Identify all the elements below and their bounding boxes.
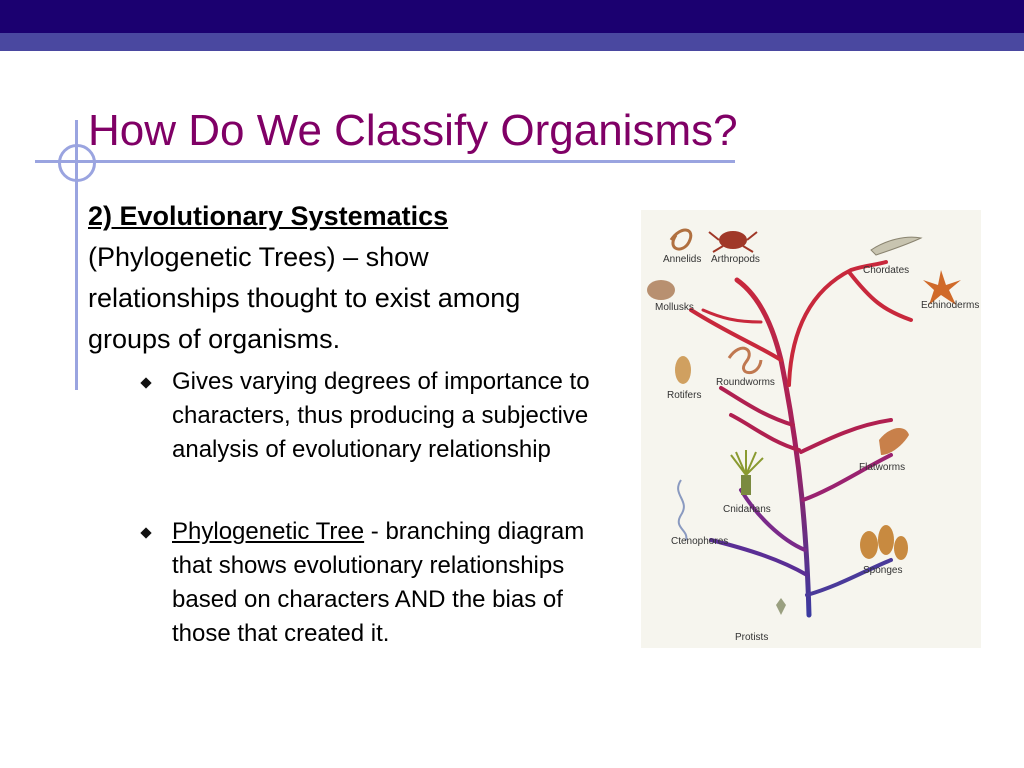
- tree-branches: [689, 260, 913, 618]
- bullet-item: Gives varying degrees of importance to c…: [138, 365, 608, 467]
- label-mollusks: Mollusks: [655, 302, 694, 313]
- header-subband: [0, 33, 1024, 51]
- organism-glyphs: [647, 228, 961, 615]
- arthropod-icon: [719, 231, 747, 249]
- label-ctenophores: Ctenophores: [671, 536, 728, 547]
- bullet-text: - branching diagram that shows evolution…: [172, 518, 585, 647]
- flatworm-icon: [879, 428, 909, 455]
- diamond-bullet-icon: [140, 527, 152, 539]
- label-flatworms: Flatworms: [859, 462, 905, 473]
- label-annelids: Annelids: [663, 254, 701, 265]
- decor-circle: [58, 144, 96, 182]
- decor-horizontal-line: [35, 160, 735, 163]
- phylogenetic-tree-illustration: Annelids Arthropods Mollusks Chordates E…: [647, 228, 979, 643]
- label-cnidarians: Cnidarians: [723, 504, 771, 515]
- bullet-item: Phylogenetic Tree - branching diagram th…: [138, 515, 608, 651]
- cnidarian-icon: [730, 450, 764, 495]
- ctenophore-icon: [677, 479, 688, 541]
- slide-title: How Do We Classify Organisms?: [88, 106, 738, 155]
- label-arthropods: Arthropods: [711, 254, 760, 265]
- roundworm-icon: [727, 346, 763, 375]
- decor-vertical-line: [75, 120, 78, 390]
- bullet-list: Gives varying degrees of importance to c…: [138, 365, 608, 651]
- main-point-lead: 2) Evolutionary Systematics: [88, 201, 449, 231]
- label-protists: Protists: [735, 632, 768, 643]
- echinoderm-icon: [923, 270, 961, 305]
- protist-icon: [776, 598, 786, 615]
- bullet-term: Phylogenetic Tree: [172, 518, 365, 545]
- label-rotifers: Rotifers: [667, 390, 701, 401]
- chordate-icon: [870, 236, 923, 256]
- phylogenetic-tree-figure: Annelids Arthropods Mollusks Chordates E…: [641, 210, 981, 648]
- label-chordates: Chordates: [863, 265, 909, 276]
- main-point-text: (Phylogenetic Trees) – show relationship…: [88, 242, 521, 354]
- annelid-icon: [669, 228, 693, 251]
- label-echinoderms: Echinoderms: [921, 300, 979, 311]
- main-point: 2) Evolutionary Systematics (Phylogeneti…: [88, 196, 568, 360]
- header-band: [0, 0, 1024, 33]
- tree-labels: Annelids Arthropods Mollusks Chordates E…: [655, 254, 979, 643]
- label-sponges: Sponges: [863, 565, 902, 576]
- label-roundworms: Roundworms: [716, 377, 775, 388]
- sponge-icon: [860, 525, 908, 560]
- bullet-text: Gives varying degrees of importance to c…: [172, 368, 590, 463]
- rotifer-icon: [675, 356, 691, 384]
- diamond-bullet-icon: [140, 377, 152, 389]
- mollusk-icon: [647, 280, 675, 300]
